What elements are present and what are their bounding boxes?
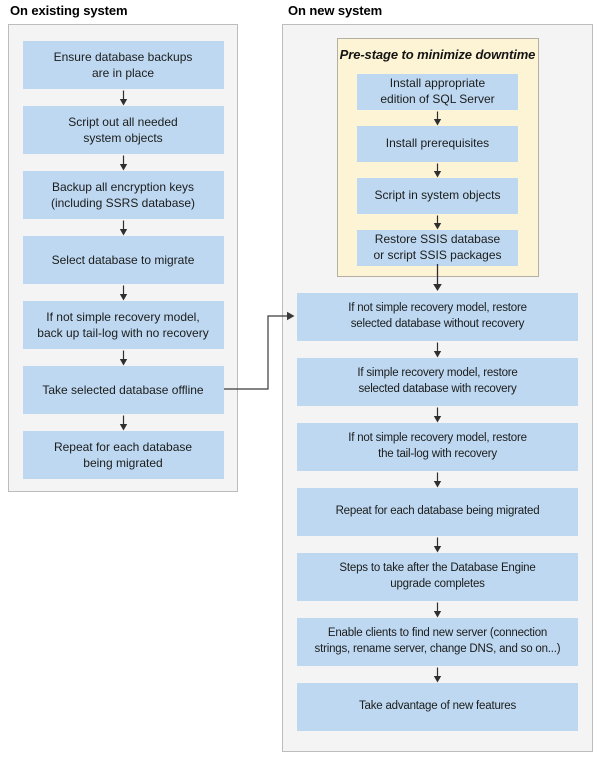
flow-step-ensure-backups: Ensure database backups are in place (22, 41, 224, 89)
down-arrow-icon (119, 414, 128, 431)
existing-system-panel: Ensure database backups are in place Scr… (8, 24, 238, 492)
flow-step-take-offline: Take selected database offline (22, 366, 224, 414)
down-arrow-icon (433, 601, 442, 618)
flow-step-restore-taillog: If not simple recovery model, restore th… (297, 423, 578, 471)
prestage-title: Pre-stage to minimize downtime (339, 47, 536, 62)
flow-step-install-prereqs: Install prerequisites (357, 126, 518, 162)
flow-step-install-sql: Install appropriate edition of SQL Serve… (357, 74, 518, 110)
flow-step-script-in-objects: Script in system objects (357, 178, 518, 214)
flow-step-backup-taillog: If not simple recovery model, back up ta… (22, 301, 224, 349)
down-arrow-icon (433, 162, 442, 178)
prestage-group: Pre-stage to minimize downtime Install a… (336, 38, 539, 277)
flow-step-new-features: Take advantage of new features (297, 683, 578, 731)
down-arrow-icon (119, 284, 128, 301)
new-system-panel: Pre-stage to minimize downtime Install a… (282, 24, 593, 752)
down-arrow-icon (433, 214, 442, 230)
flow-step-restore-without-recovery: If not simple recovery model, restore se… (297, 293, 578, 341)
flow-step-enable-clients: Enable clients to find new server (conne… (297, 618, 578, 666)
flow-step-restore-with-recovery: If simple recovery model, restore select… (297, 358, 578, 406)
existing-system-heading: On existing system (10, 3, 128, 18)
flow-step-select-database: Select database to migrate (22, 236, 224, 284)
down-arrow-icon (119, 219, 128, 236)
flow-step-repeat-existing: Repeat for each database being migrated (22, 431, 224, 479)
flow-step-repeat-new: Repeat for each database being migrated (297, 488, 578, 536)
down-arrow-icon (433, 406, 442, 423)
down-arrow-icon (433, 536, 442, 553)
flow-step-restore-ssis: Restore SSIS database or script SSIS pac… (357, 230, 518, 266)
down-arrow-icon (119, 89, 128, 106)
down-arrow-icon (433, 110, 442, 126)
down-arrow-icon (433, 341, 442, 358)
down-arrow-icon (433, 666, 442, 683)
flow-step-backup-keys: Backup all encryption keys (including SS… (22, 171, 224, 219)
flow-step-post-upgrade: Steps to take after the Database Engine … (297, 553, 578, 601)
down-arrow-icon (119, 154, 128, 171)
down-arrow-icon (119, 349, 128, 366)
down-arrow-icon (433, 471, 442, 488)
flow-step-script-objects: Script out all needed system objects (22, 106, 224, 154)
new-system-heading: On new system (288, 3, 383, 18)
